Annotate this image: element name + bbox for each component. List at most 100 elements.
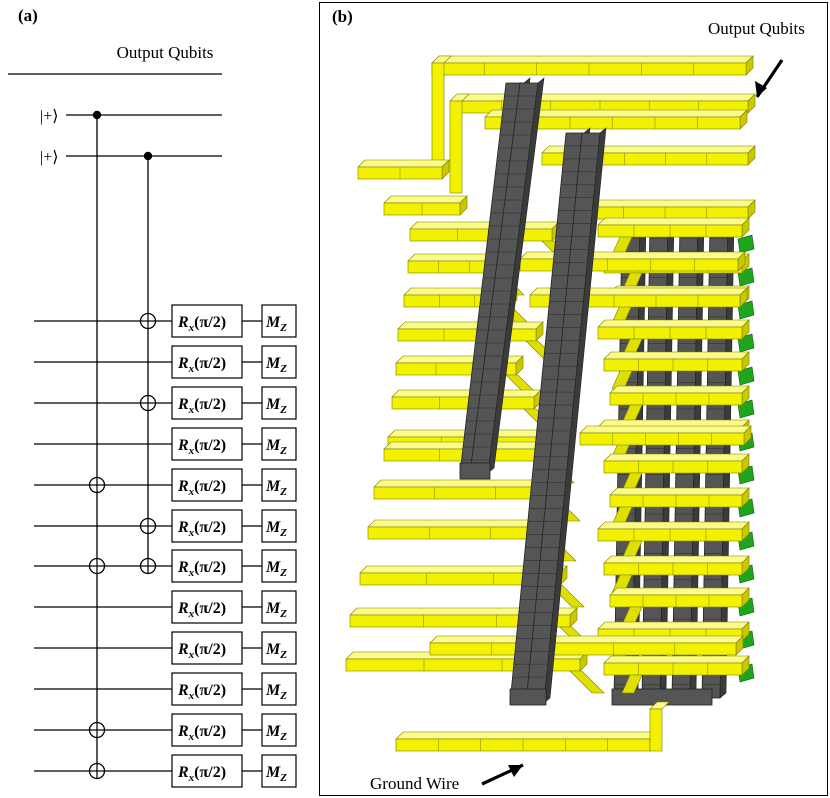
cnot-control-dot (92, 110, 102, 120)
output-foot-1-top (357, 159, 450, 168)
right-row-4-top (603, 351, 750, 360)
ground-foot-left (459, 462, 491, 480)
measure-label: MZ (265, 600, 287, 620)
right-row-8-top (609, 487, 750, 496)
right-row-13-top (603, 655, 750, 664)
right-row-link-13 (621, 674, 643, 694)
measure-box (261, 713, 297, 747)
measure-box (261, 304, 297, 338)
measure-label: MZ (265, 437, 287, 457)
rx-gate-box (171, 468, 243, 502)
measure-box (261, 509, 297, 543)
rx-gate-box (171, 427, 243, 461)
panel-b-label: (b) (332, 7, 353, 26)
left-row-5-top (391, 389, 542, 398)
ground-arrowhead (508, 765, 523, 777)
right-row-11-top (609, 587, 750, 596)
left-row-5-front (391, 396, 535, 410)
input-ket-1: |+⟩ (40, 149, 58, 166)
right-row-10-top (603, 555, 750, 564)
left-row-0-front (409, 228, 553, 242)
left-row-8-front (373, 486, 557, 500)
measure-box (261, 549, 297, 583)
measure-box (261, 754, 297, 788)
rx-gate-label: Rx(π/2) (177, 764, 226, 784)
measure-box (261, 631, 297, 665)
right-row-5-top (609, 385, 750, 394)
output-wire-5-top (581, 199, 756, 208)
rx-gate-label: Rx(π/2) (177, 314, 226, 334)
ground-column-mid-b-side (543, 127, 607, 704)
rx-gate-label: Rx(π/2) (177, 723, 226, 743)
rx-gate-box (171, 590, 243, 624)
ground-wire-top (395, 731, 658, 740)
measure-label: MZ (265, 641, 287, 661)
front-row-3-top (429, 635, 744, 644)
left-row-9-front (367, 526, 553, 540)
output-drop-2-front (449, 100, 463, 194)
output-drop-1-front (431, 62, 445, 168)
measure-label: MZ (265, 355, 287, 375)
right-row-12-top (597, 621, 750, 630)
measure-label: MZ (265, 478, 287, 498)
measure-box (261, 386, 297, 420)
measure-box (261, 427, 297, 461)
connector-block (737, 300, 755, 320)
output-arrowhead (755, 81, 767, 97)
measure-box (261, 672, 297, 706)
left-row-link-12 (569, 670, 605, 694)
measure-box (261, 345, 297, 379)
rx-gate-box (171, 549, 243, 583)
connector-block (737, 366, 755, 386)
rx-gate-label: Rx(π/2) (177, 437, 226, 457)
rx-gate-box (171, 713, 243, 747)
rx-gate-box (171, 672, 243, 706)
output-wire-2-top (451, 93, 756, 102)
measure-label: MZ (265, 723, 287, 743)
rx-gate-box (171, 754, 243, 788)
measure-label: MZ (265, 764, 287, 784)
panel-b-3d-model: (b) Output Qubits Ground Wire (319, 2, 828, 796)
measure-label: MZ (265, 682, 287, 702)
lattice-model-render (345, 55, 784, 786)
rx-gate-label: Rx(π/2) (177, 559, 226, 579)
measure-box (261, 468, 297, 502)
measure-label: MZ (265, 559, 287, 579)
right-row-3-top (597, 319, 750, 328)
measure-label: MZ (265, 519, 287, 539)
rx-gate-box (171, 345, 243, 379)
cnot-control-dot (143, 151, 153, 161)
rx-gate-box (171, 631, 243, 665)
input-ket-0: |+⟩ (40, 108, 58, 125)
measure-box (261, 590, 297, 624)
rx-gate-box (171, 386, 243, 420)
panel-a-label: (a) (18, 6, 38, 25)
front-row-2-front (579, 432, 745, 446)
output-foot-2-top (383, 195, 468, 204)
measure-label: MZ (265, 396, 287, 416)
front-row-3-front (429, 642, 737, 656)
rx-gate-box (171, 304, 243, 338)
rx-gate-label: Rx(π/2) (177, 682, 226, 702)
left-row-11-front (349, 614, 571, 628)
left-row-3-top (397, 321, 544, 330)
front-row-2-top (579, 425, 752, 434)
left-row-0-top (409, 221, 560, 230)
rx-gate-label: Rx(π/2) (177, 355, 226, 375)
right-row-9-top (597, 521, 750, 530)
quantum-circuit-diagram: Output Qubits |+⟩ |+⟩ Rx(π/2) MZ Rx(π/2) MZ Rx… (8, 43, 297, 788)
connector-block (737, 234, 755, 254)
output-wire-1-top (431, 55, 754, 64)
left-row-3-front (397, 328, 537, 342)
rx-gate-label: Rx(π/2) (177, 600, 226, 620)
right-row-0-top (597, 217, 750, 226)
right-row-7-top (603, 453, 750, 462)
output-qubits-annotation: Output Qubits (708, 19, 805, 38)
ground-wire-riser-front (649, 708, 663, 752)
rx-gate-box (171, 509, 243, 543)
rx-gate-label: Rx(π/2) (177, 641, 226, 661)
circuit-header: Output Qubits (117, 43, 214, 62)
measure-label: MZ (265, 314, 287, 334)
ground-wire-annotation: Ground Wire (370, 774, 460, 793)
rx-gate-label: Rx(π/2) (177, 396, 226, 416)
